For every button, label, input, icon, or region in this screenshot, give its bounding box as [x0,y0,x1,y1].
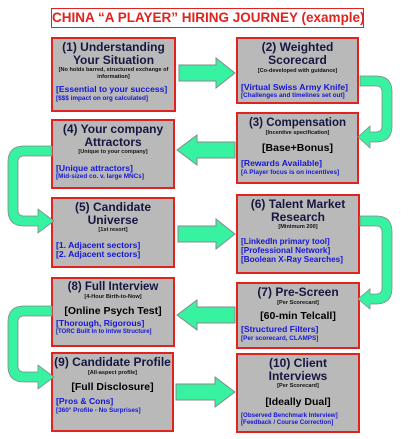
step-4-bullet-2: [Mid-sized co. v. large MNCs] [56,173,144,181]
page-title: CHINA “A PLAYER” HIRING JOURNEY (example… [51,8,365,28]
step-10-subtitle: [Per Scorecard] [277,383,319,390]
step-7-bullet-2: [Per scorecard, CLAMPS] [241,334,319,342]
step-8-subtitle: [4-Hour Birth-to-Now] [84,294,142,301]
arrow-step-7-to-8 [176,299,236,331]
step-8-bullet-1: [Thorough, Rigorous] [56,318,145,329]
step-8-box: (8) Full Interview [4-Hour Birth-to-Now]… [51,277,175,347]
step-5-subtitle: [1st resort] [98,227,128,234]
arrow-step-1-to-2 [178,57,236,89]
step-6-subtitle: [Minimum 200] [278,224,318,231]
step-5-bullet-2: [2. Adjacent sectors] [56,249,141,260]
step-10-box: (10) Client Interviews [Per Scorecard] [… [236,353,360,433]
step-1-bullet-1: [Essential to your success] [56,84,168,95]
step-6-box: (6) Talent Market Research [Minimum 200]… [236,194,360,274]
step-10-bullet-1: [Observed Benchmark Interview] [241,411,338,419]
connector-step-2-to-3 [357,75,393,149]
step-9-bullet-1: [Pros & Cons] [56,396,114,407]
step-8-heading: (8) Full Interview [67,281,159,293]
step-8-middle: [Online Psych Test] [64,305,162,318]
step-6-bullet-3: [Boolean X-Ray Searches] [241,254,343,264]
step-10-bullet-2: [Feedback / Course Correction] [241,419,334,427]
step-2-bullet-2: [Challenges and timelines set out] [241,92,345,100]
step-6-heading: (6) Talent Market Research [250,197,346,224]
connector-step-4-to-5 [7,145,55,234]
step-5-heading: (5) Candidate Universe [74,200,151,227]
step-7-subtitle: [Per Scorecard] [277,299,319,306]
step-10-heading: (10) Client Interviews [268,356,328,383]
step-1-heading: (1) Understanding Your Situation [62,40,165,67]
step-2-bullet-1: [Virtual Swiss Army Knife] [241,81,348,92]
arrow-step-9-to-10 [175,376,236,408]
step-5-bullet-1: [1. Adjacent sectors] [56,239,141,250]
step-6-bullet-2: [Professional Network] [241,245,331,255]
step-5-box: (5) Candidate Universe [1st resort] [1. … [51,197,175,268]
step-4-bullet-1: [Unique attractors] [56,162,133,173]
step-3-subtitle: [Incentive specification] [265,130,330,137]
step-2-heading: (2) Weighted Scorecard [261,40,334,67]
step-3-heading: (3) Compensation [248,117,347,129]
step-4-heading: (4) Your company Attractors [62,122,164,149]
step-9-subtitle: [All-aspect profile] [87,369,138,376]
connector-step-6-to-7 [357,215,393,310]
arrow-step-5-to-6 [177,218,236,250]
connector-step-8-to-9 [7,305,55,390]
step-1-box: (1) Understanding Your Situation [No hol… [51,37,176,112]
step-7-heading: (7) Pre-Screen [257,285,339,299]
arrow-step-3-to-4 [176,134,236,166]
step-1-bullet-2: [$$$ impact on org calculated] [56,94,148,102]
step-1-subtitle: [No holds barred, structured exchange of… [58,67,169,80]
step-6-bullet-1: [LinkedIn primary tool] [241,236,330,246]
step-10-middle: [Ideally Dual] [265,395,331,408]
step-2-subtitle: [Co-developed with guidance] [257,68,338,75]
step-2-box: (2) Weighted Scorecard [Co-developed wit… [236,37,359,104]
step-8-bullet-2: [TORC Built In to Intvw Structure] [56,329,152,336]
step-3-bullet-2: [A Player focus is on incentives] [241,169,340,177]
step-3-bullet-1: [Rewards Available] [241,158,323,169]
step-9-box: (9) Candidate Profile [All-aspect profil… [51,352,174,432]
step-9-bullet-2: [360° Profile - No Surprises] [56,406,141,414]
step-3-middle: [Base+Bonus] [262,142,333,155]
step-3-box: (3) Compensation [Incentive specificatio… [236,112,359,184]
step-9-middle: [Full Disclosure] [71,381,154,394]
step-7-bullet-1: [Structured Filters] [241,324,319,335]
step-4-subtitle: [Unique to your company] [78,149,148,156]
step-4-box: (4) Your company Attractors [Unique to y… [51,119,175,189]
step-9-heading: (9) Candidate Profile [54,355,171,369]
step-7-box: (7) Pre-Screen [Per Scorecard] [60-min T… [236,282,360,349]
step-7-middle: [60-min Telcall] [260,310,336,323]
